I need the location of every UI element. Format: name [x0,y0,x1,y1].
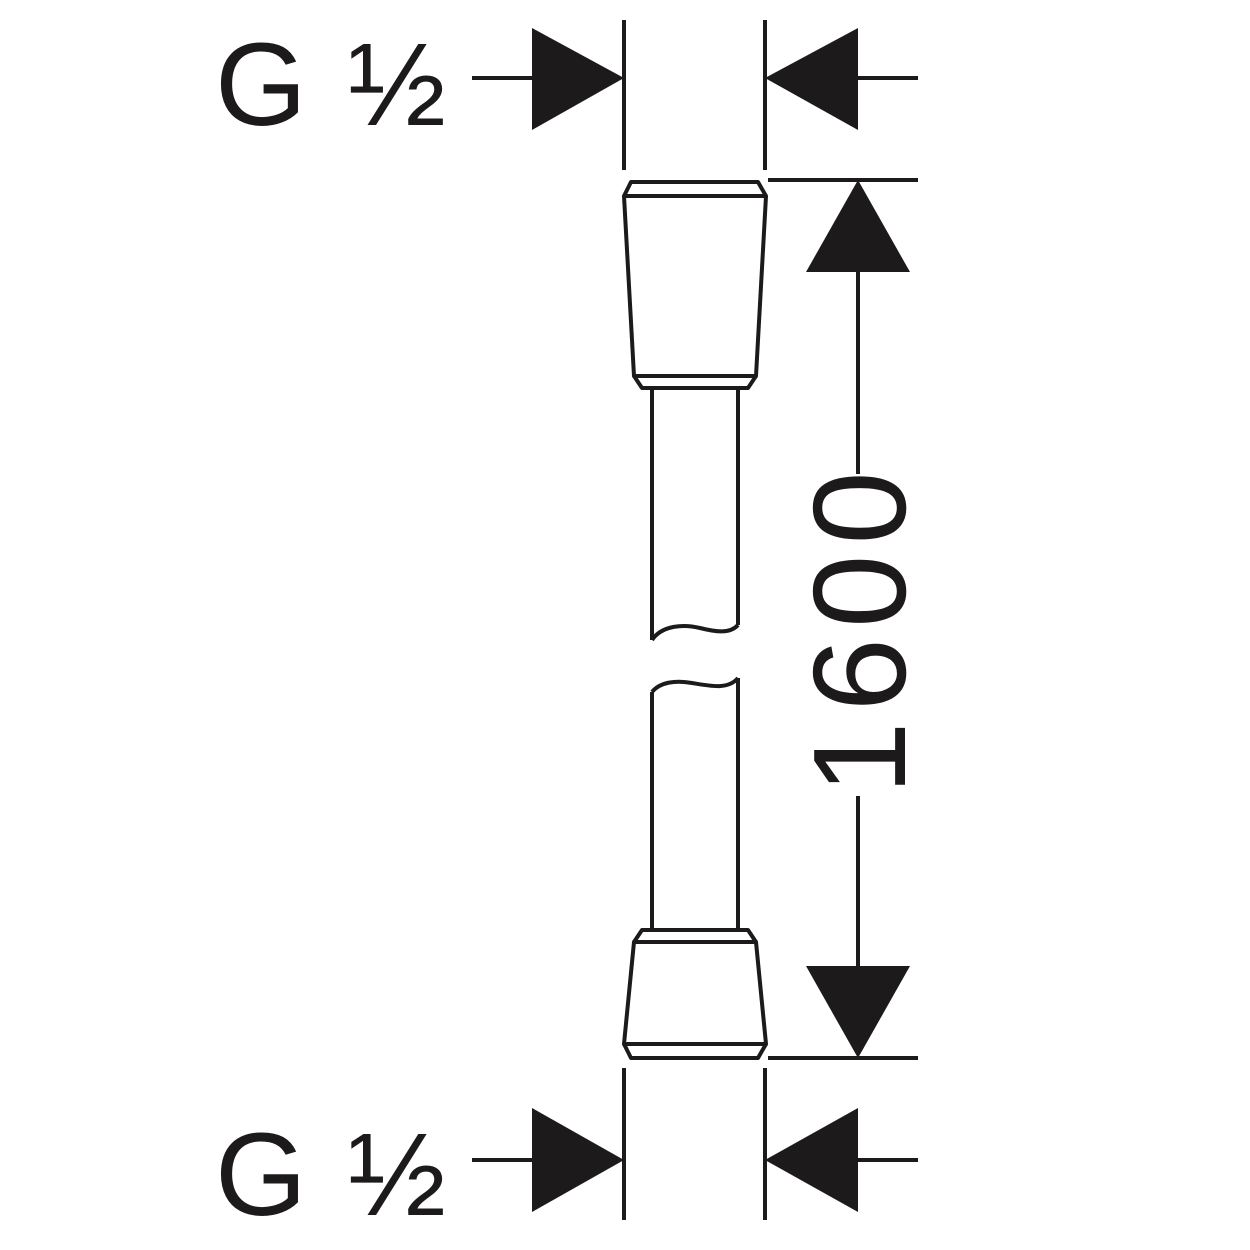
top-fitting-body [622,195,768,378]
bottom-fitting-collar [632,928,758,944]
top-fitting-collar [632,374,758,390]
top-arrowhead-right [765,28,858,130]
hose-upper-break-line [650,623,740,642]
length-dimension [768,178,918,1060]
hose-lower-segment [650,676,740,930]
top-fitting-cap [622,180,768,198]
top-fitting [622,180,768,390]
bottom-arrowhead-left [532,1108,624,1212]
hose-lower-break-line [650,676,740,694]
bottom-diameter-dimension [472,1068,918,1220]
top-diameter-dimension [472,20,918,170]
bottom-fitting-cap [622,1043,768,1060]
bottom-fitting [622,928,768,1060]
hose-upper-segment [650,390,740,642]
bottom-thread-size-label: G ½ [215,1109,450,1241]
top-arrowhead-left [532,28,624,130]
length-arrowhead-down [806,966,910,1058]
bottom-arrowhead-right [765,1108,858,1212]
hose-length-label: 1600 [786,461,933,795]
top-thread-size-label: G ½ [215,19,450,151]
length-arrowhead-up [806,180,910,272]
bottom-fitting-body [622,940,768,1046]
